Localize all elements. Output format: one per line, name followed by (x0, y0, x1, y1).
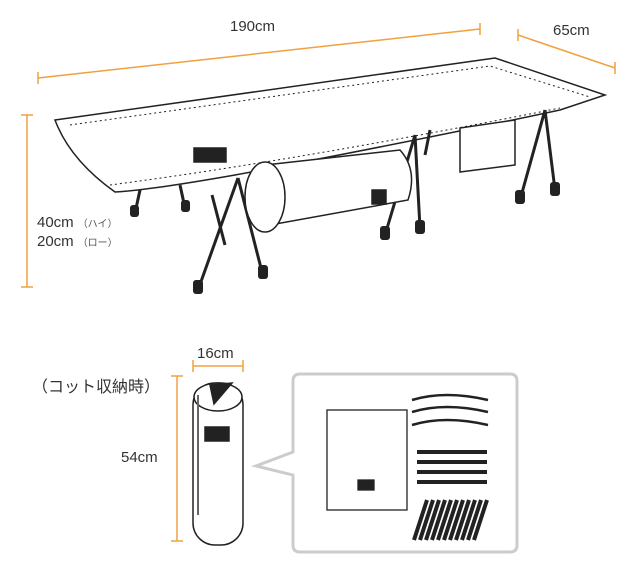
height-low-label: 20cm（ロー） (37, 233, 118, 250)
storage-title: （コット収納時） (32, 379, 161, 396)
height-low-note: （ロー） (77, 238, 118, 249)
contents-callout (250, 372, 519, 554)
width-label: 65cm (553, 22, 590, 39)
height-low-value: 20cm (37, 233, 74, 250)
height-high-label: 40cm（ハイ） (37, 214, 118, 231)
storage-diameter-label: 16cm (197, 345, 234, 362)
dimension-lines (21, 23, 616, 542)
length-label: 190cm (230, 18, 276, 35)
pole-parts-icon (417, 450, 487, 484)
cot-fabric-icon (326, 409, 408, 511)
storage-length-label: 54cm (121, 449, 158, 466)
height-high-note: （ハイ） (77, 219, 118, 230)
height-high-value: 40cm (37, 214, 74, 231)
crossbar-parts-icon (412, 499, 489, 541)
storage-bag-illustration (192, 382, 244, 546)
cot-illustration (53, 57, 608, 294)
leg-parts-icon (411, 393, 489, 427)
